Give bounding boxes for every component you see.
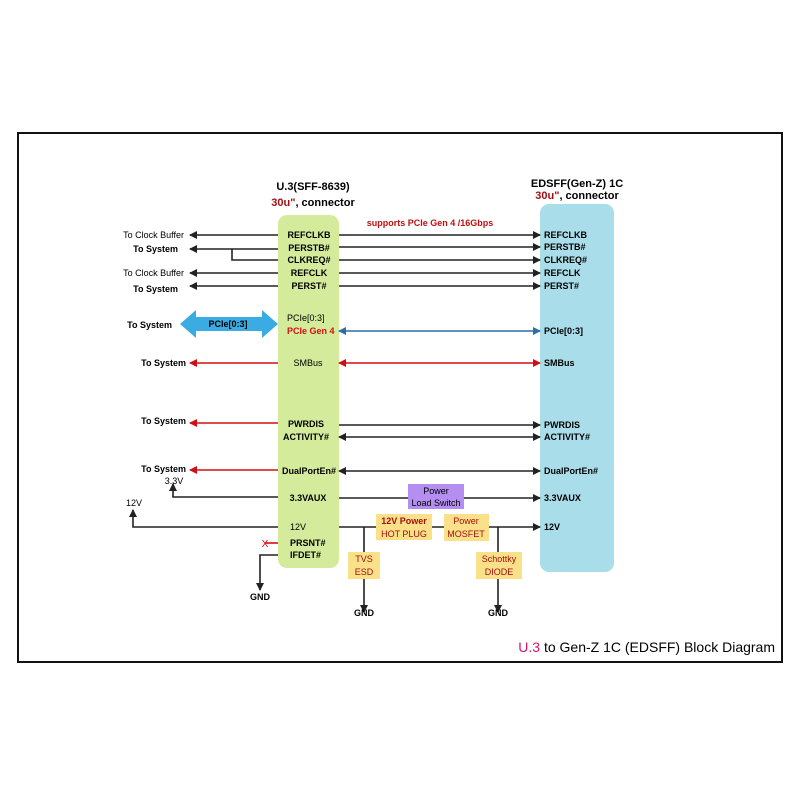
load-switch-line2: Load Switch bbox=[411, 498, 460, 508]
load-switch-line1: Power bbox=[423, 486, 449, 496]
diagram-caption: U.3 to Gen-Z 1C (EDSFF) Block Diagram bbox=[518, 639, 775, 655]
pin-pwrdis: PWRDIS bbox=[544, 420, 580, 430]
pin-clkreq: CLKREQ# bbox=[287, 255, 330, 265]
u3-pins: REFCLKB PERSTB# CLKREQ# REFCLK PERST# PC… bbox=[282, 230, 336, 560]
target-clock-buffer: To Clock Buffer bbox=[123, 268, 184, 278]
power-mosfet: Power MOSFET bbox=[444, 514, 489, 541]
pin-perstb: PERSTB# bbox=[544, 242, 586, 252]
schottky-line2: DIODE bbox=[485, 567, 514, 577]
pin-smbus: SMBus bbox=[293, 358, 323, 368]
pin-vaux: 3.3VAUX bbox=[544, 493, 581, 503]
left-targets: To Clock Buffer To System To Clock Buffe… bbox=[123, 230, 270, 602]
gnd-label: GND bbox=[250, 592, 271, 602]
tvs-esd: TVS ESD bbox=[348, 552, 380, 579]
pin-12v: 12V bbox=[290, 522, 306, 532]
pin-prsnt: PRSNT# bbox=[290, 538, 326, 548]
edsff-title: EDSFF(Gen-Z) 1C bbox=[531, 178, 623, 190]
pin-smbus: SMBus bbox=[544, 358, 575, 368]
u3-subtitle: 30u", connector bbox=[271, 197, 355, 209]
target-system: To System bbox=[127, 320, 172, 330]
pin-refclk: REFCLK bbox=[544, 268, 581, 278]
pin-perst: PERST# bbox=[291, 281, 326, 291]
pin-pcie-gen: PCIe Gen 4 bbox=[287, 326, 335, 336]
pin-ifdet: IFDET# bbox=[290, 550, 321, 560]
pin-refclkb: REFCLKB bbox=[288, 230, 331, 240]
pin-perst: PERST# bbox=[544, 281, 579, 291]
hot-plug: 12V Power HOT PLUG bbox=[376, 514, 432, 540]
hot-plug-line2: HOT PLUG bbox=[381, 529, 427, 539]
tvs-line1: TVS bbox=[355, 554, 373, 564]
pin-activity: ACTIVITY# bbox=[544, 432, 590, 442]
label-12v: 12V bbox=[126, 498, 142, 508]
hot-plug-line1: 12V Power bbox=[381, 516, 427, 526]
pcie-bus-label: PCIe[0:3] bbox=[208, 319, 247, 329]
pin-dualport: DualPortEn# bbox=[544, 466, 598, 476]
target-system: To System bbox=[141, 464, 186, 474]
target-system: To System bbox=[141, 358, 186, 368]
u3-title: U.3(SFF-8639) bbox=[276, 181, 350, 193]
edsff-subtitle: 30u", connector bbox=[535, 190, 619, 202]
support-note: supports PCIe Gen 4 /16Gbps bbox=[367, 218, 494, 228]
schottky-line1: Schottky bbox=[482, 554, 517, 564]
not-connected-mark: X bbox=[262, 539, 269, 550]
pin-pcie: PCIe[0:3] bbox=[287, 313, 325, 323]
mosfet-line1: Power bbox=[453, 516, 479, 526]
schottky-diode: Schottky DIODE bbox=[476, 552, 522, 579]
load-switch: Power Load Switch bbox=[408, 484, 464, 509]
pin-activity: ACTIVITY# bbox=[283, 432, 329, 442]
gnd-label: GND bbox=[354, 608, 375, 618]
target-system: To System bbox=[141, 416, 186, 426]
pin-pcie: PCIe[0:3] bbox=[544, 326, 583, 336]
label-3v3: 3.3V bbox=[165, 476, 184, 486]
pin-pwrdis: PWRDIS bbox=[288, 419, 324, 429]
pcie-bus-arrow bbox=[180, 310, 278, 338]
pin-12v: 12V bbox=[544, 522, 560, 532]
tvs-line2: ESD bbox=[355, 567, 374, 577]
edsff-connector-block bbox=[540, 204, 614, 572]
diagram-frame bbox=[17, 132, 783, 663]
pin-dualport: DualPortEn# bbox=[282, 466, 336, 476]
pin-refclk: REFCLK bbox=[291, 268, 328, 278]
target-system: To System bbox=[133, 244, 178, 254]
gnd-label: GND bbox=[488, 608, 509, 618]
pin-vaux: 3.3VAUX bbox=[290, 493, 327, 503]
pin-refclkb: REFCLKB bbox=[544, 230, 587, 240]
u3-connector-block bbox=[278, 215, 339, 568]
mosfet-line2: MOSFET bbox=[447, 529, 485, 539]
pin-clkreq: CLKREQ# bbox=[544, 255, 587, 265]
target-system: To System bbox=[133, 284, 178, 294]
pin-perstb: PERSTB# bbox=[288, 243, 330, 253]
edsff-pins: REFCLKB PERSTB# CLKREQ# REFCLK PERST# PC… bbox=[544, 230, 598, 532]
target-clock-buffer: To Clock Buffer bbox=[123, 230, 184, 240]
